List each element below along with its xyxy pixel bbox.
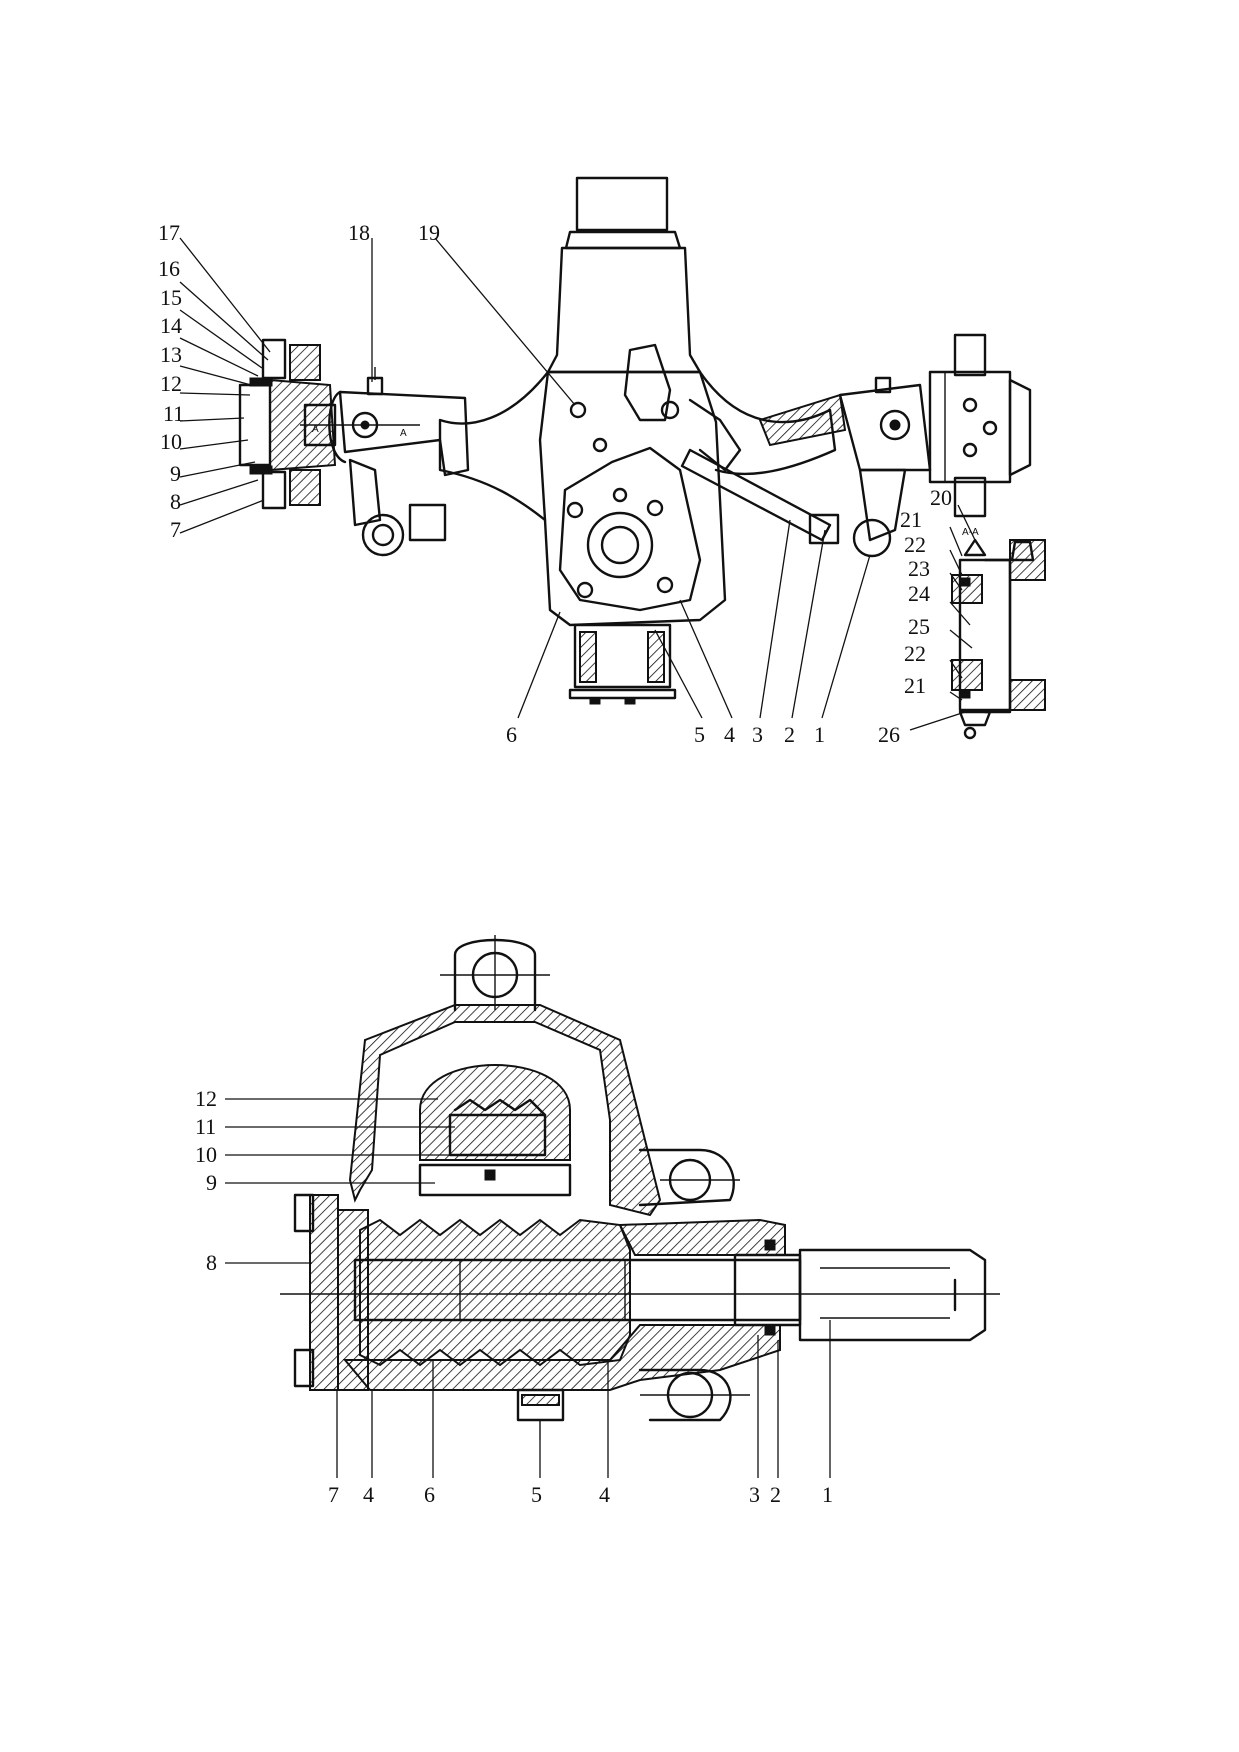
callout-top-26: 26 xyxy=(878,722,900,747)
callout-bottom-4b: 4 xyxy=(599,1482,610,1507)
cut-mark-left: A xyxy=(312,424,319,435)
callout-bottom-10: 10 xyxy=(195,1142,217,1167)
callout-top-6: 6 xyxy=(506,722,517,747)
callout-top-2: 2 xyxy=(784,722,795,747)
callout-top-7: 7 xyxy=(170,517,181,542)
callout-top-5: 5 xyxy=(694,722,705,747)
section-a-a-detail: A-A xyxy=(951,527,1046,740)
callout-bottom-2: 2 xyxy=(770,1482,781,1507)
bottom-figure-leaders xyxy=(225,1098,831,1478)
callout-top-15: 15 xyxy=(160,285,182,310)
axle-assembly-drawing: A-A A A xyxy=(238,176,1046,740)
callout-bottom-1: 1 xyxy=(822,1482,833,1507)
callout-top-25: 25 xyxy=(908,614,930,639)
callout-top-22b: 22 xyxy=(904,641,926,666)
callout-bottom-3: 3 xyxy=(749,1482,760,1507)
right-wheel-hub xyxy=(928,333,1032,518)
callout-bottom-4a: 4 xyxy=(363,1482,374,1507)
callout-top-1: 1 xyxy=(814,722,825,747)
callout-top-24: 24 xyxy=(908,581,930,606)
cut-mark-right: A xyxy=(400,428,407,439)
callout-bottom-5: 5 xyxy=(531,1482,542,1507)
callout-bottom-7: 7 xyxy=(328,1482,339,1507)
callout-bottom-9: 9 xyxy=(206,1170,217,1195)
callout-top-17: 17 xyxy=(158,220,180,245)
callout-top-9: 9 xyxy=(170,461,181,486)
callout-bottom-11: 11 xyxy=(195,1114,216,1139)
callout-bottom-6: 6 xyxy=(424,1482,435,1507)
callout-top-19: 19 xyxy=(418,220,440,245)
callout-top-16: 16 xyxy=(158,256,180,281)
bottom-figure-callouts: 12 11 10 9 8 7 4 6 5 4 3 2 1 xyxy=(195,1086,833,1507)
callout-top-8: 8 xyxy=(170,489,181,514)
top-figure-leaders xyxy=(179,237,976,731)
callout-top-21a: 21 xyxy=(900,507,922,532)
callout-top-10: 10 xyxy=(160,429,182,454)
callout-top-11: 11 xyxy=(163,401,184,426)
top-figure-callouts: 17 18 19 16 15 14 13 12 11 10 9 8 7 6 5 … xyxy=(158,220,952,747)
callout-top-18: 18 xyxy=(348,220,370,245)
left-wheel-hub xyxy=(238,338,337,510)
callout-bottom-8: 8 xyxy=(206,1250,217,1275)
callout-bottom-12: 12 xyxy=(195,1086,217,1111)
callout-top-20: 20 xyxy=(930,485,952,510)
callout-top-3: 3 xyxy=(752,722,763,747)
callout-top-21b: 21 xyxy=(904,673,926,698)
central-housing xyxy=(438,246,837,627)
gearbox-section-drawing xyxy=(280,935,1000,1440)
callout-top-4: 4 xyxy=(724,722,735,747)
right-swing-arm xyxy=(680,376,932,558)
section-mark: A-A xyxy=(962,527,979,538)
callout-top-14: 14 xyxy=(160,313,182,338)
callout-top-22a: 22 xyxy=(904,532,926,557)
callout-top-23: 23 xyxy=(908,556,930,581)
callout-top-12: 12 xyxy=(160,371,182,396)
callout-top-13: 13 xyxy=(160,342,182,367)
upper-neck-tube xyxy=(564,176,682,250)
left-swing-arm xyxy=(328,367,470,557)
